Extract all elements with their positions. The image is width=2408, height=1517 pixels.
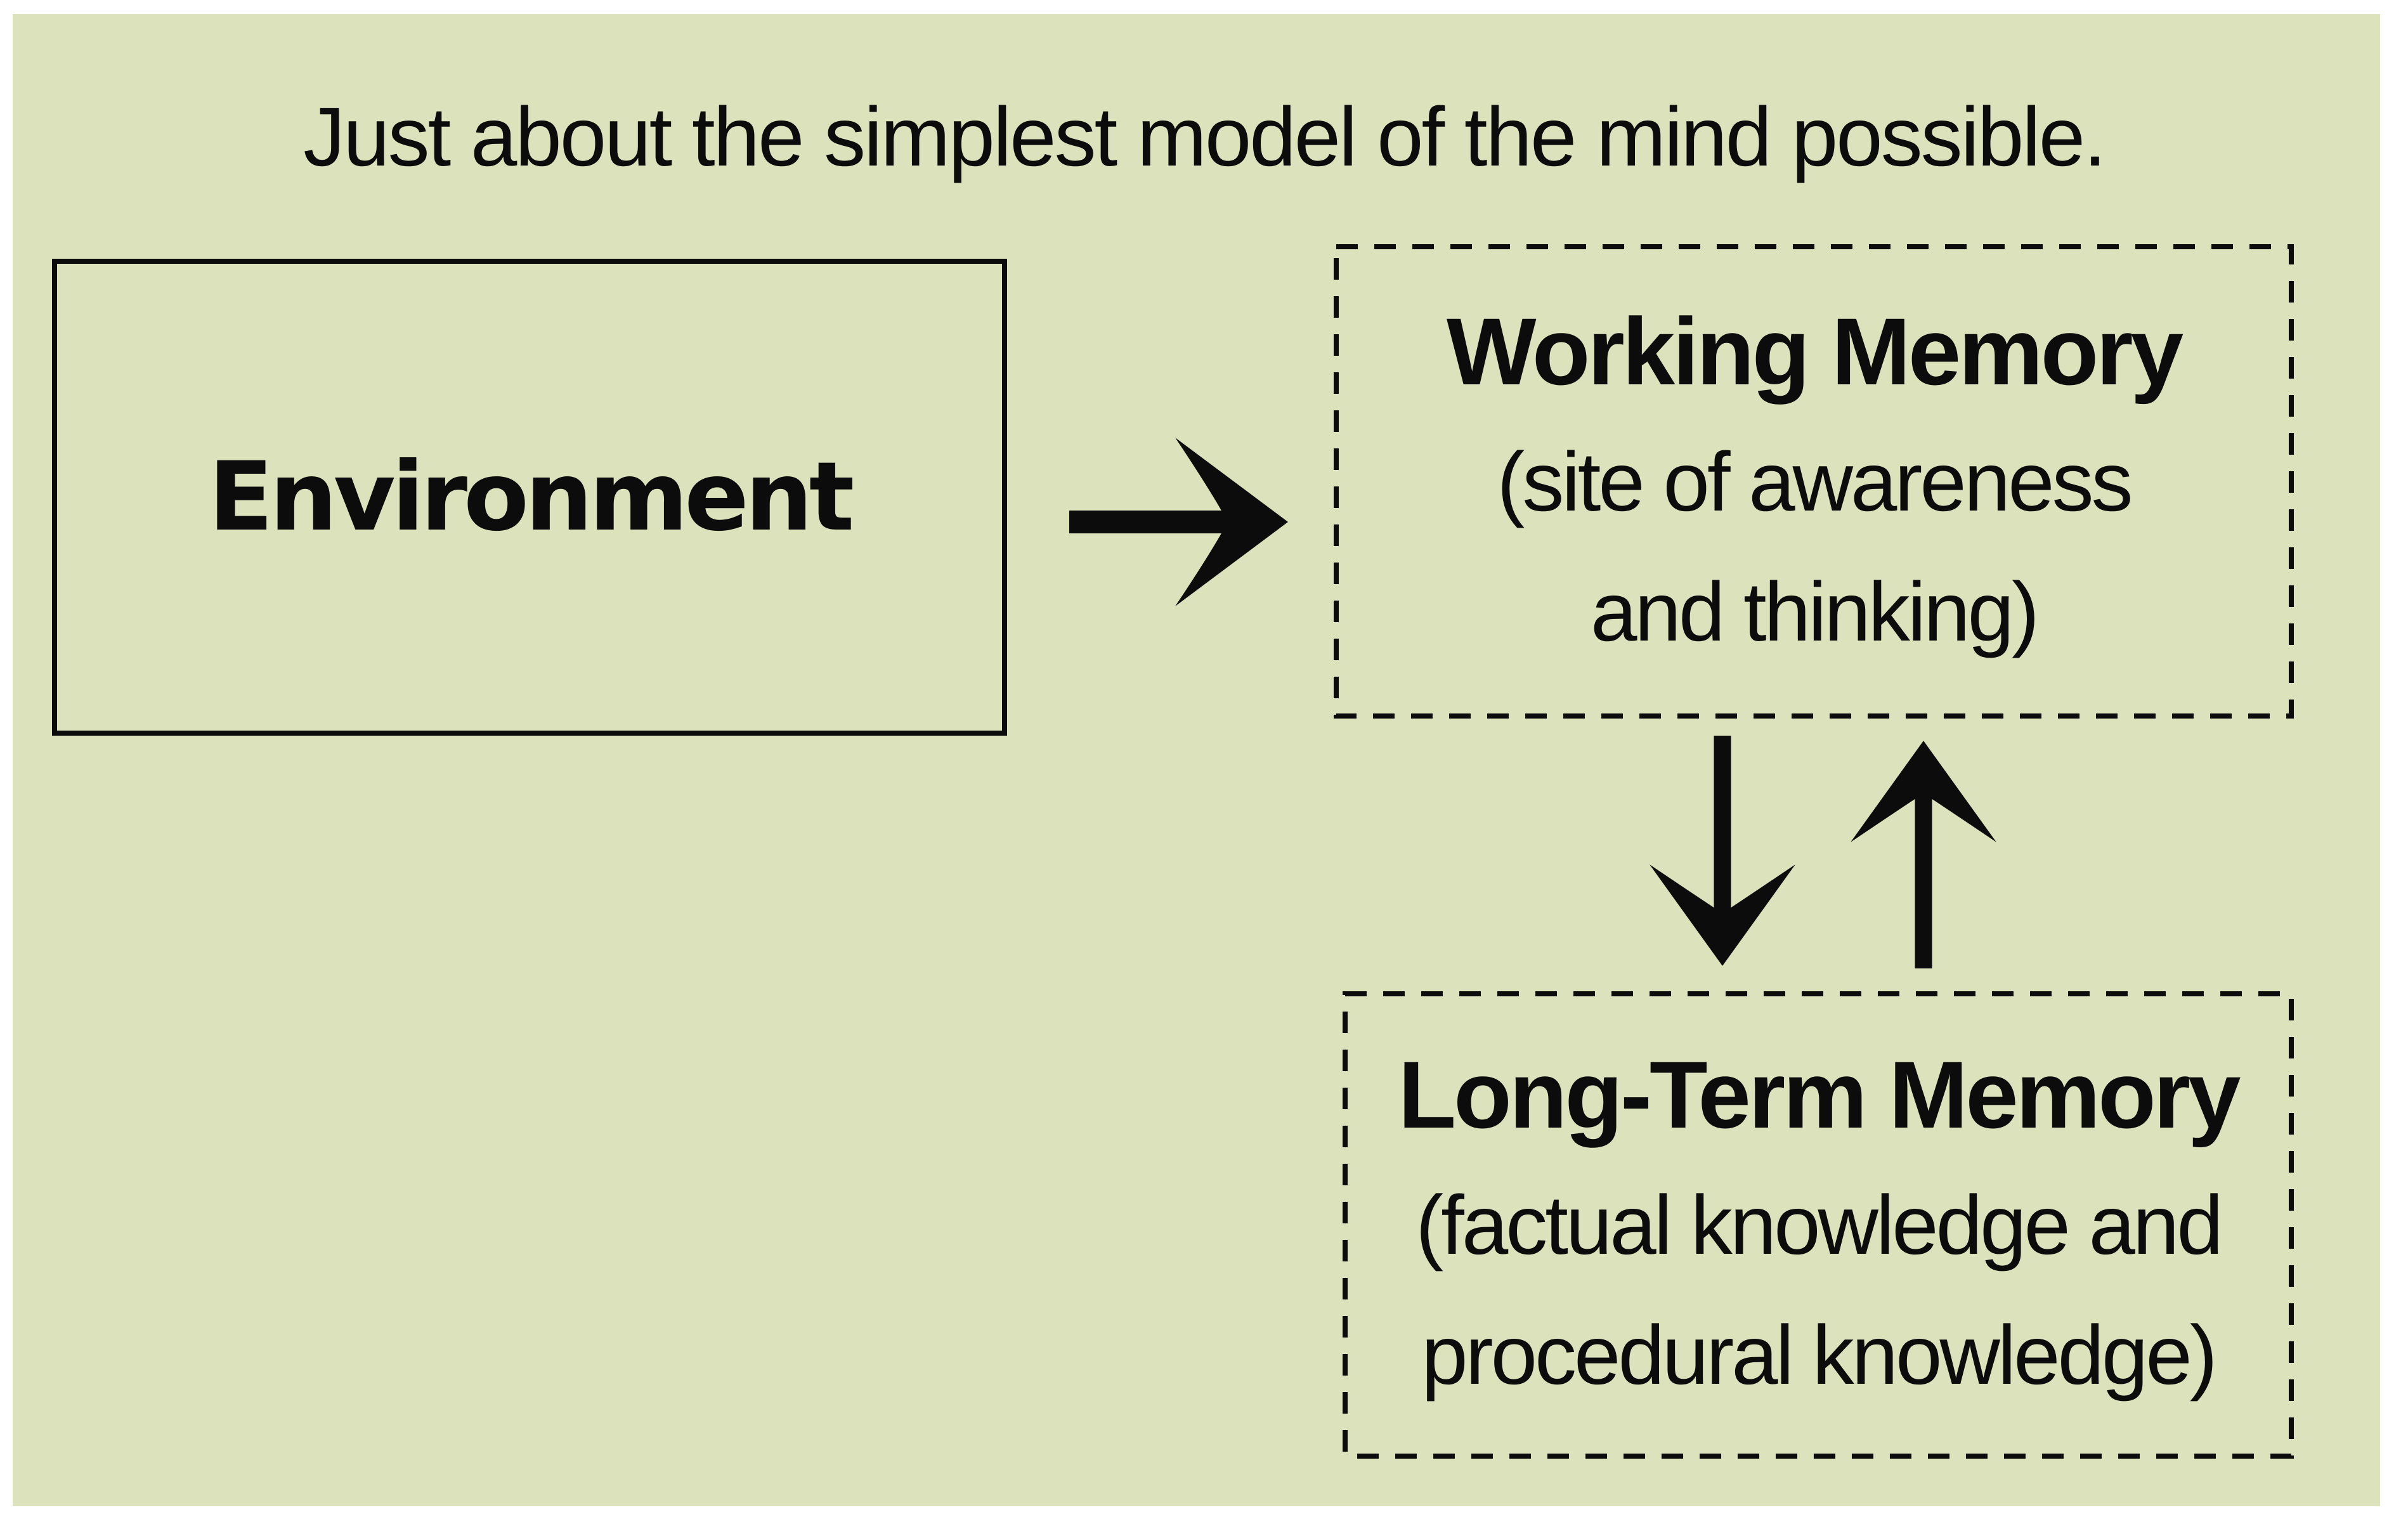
- working-memory-subtitle-line2: and thinking): [1591, 564, 2040, 658]
- environment-label: Environment: [208, 442, 855, 552]
- long-term-memory-node: Long-Term Memory (factual knowledge and …: [1343, 991, 2294, 1459]
- environment-node: Environment: [52, 259, 1007, 736]
- long-term-memory-heading: Long-Term Memory: [1398, 1041, 2241, 1148]
- long-term-memory-subtitle-line2: procedural knowledge): [1421, 1308, 2217, 1402]
- working-memory-heading: Working Memory: [1446, 297, 2183, 405]
- figure-title: Just about the simplest model of the min…: [303, 90, 2107, 183]
- working-memory-node: Working Memory (site of awareness and th…: [1334, 244, 2294, 719]
- long-term-memory-subtitle-line1: (factual knowledge and: [1416, 1178, 2223, 1272]
- working-memory-subtitle-line1: (site of awareness: [1497, 434, 2133, 528]
